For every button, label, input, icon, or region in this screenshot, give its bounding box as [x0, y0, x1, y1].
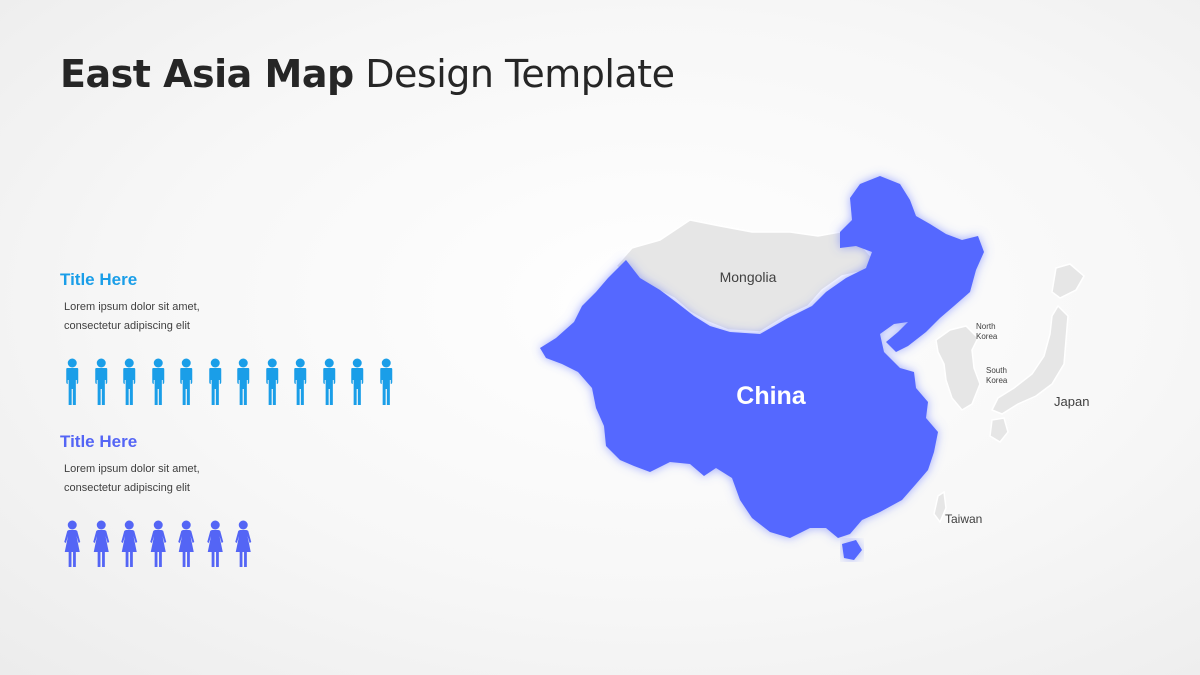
male-person-icon — [294, 358, 307, 405]
male-person-icon — [322, 358, 335, 405]
taiwan-label: Taiwan — [945, 512, 982, 526]
female-person-icon — [92, 520, 109, 567]
hainan-region[interactable] — [842, 540, 862, 560]
mongolia-label: Mongolia — [720, 269, 777, 285]
female-person-icon — [121, 520, 138, 567]
south-korea-label-line1: South — [986, 366, 1007, 375]
section-title: Title Here — [60, 270, 138, 289]
female-person-icon — [235, 520, 252, 567]
east-asia-map: China Mongolia North Korea South Korea J… — [540, 176, 1089, 560]
section-description: Lorem ipsum dolor sit amet, consectetur … — [64, 463, 200, 494]
stat-section-male: Title Here Lorem ipsum dolor sit amet, c… — [60, 270, 440, 406]
japan-kyushu-region[interactable] — [989, 417, 1009, 443]
male-person-icon — [208, 358, 221, 405]
china-region[interactable] — [540, 176, 984, 538]
japan-label: Japan — [1054, 394, 1089, 409]
male-person-icon — [379, 358, 392, 405]
female-person-icon — [64, 520, 81, 567]
japan-honshu-region[interactable] — [990, 304, 1069, 415]
japan-region[interactable] — [1051, 263, 1085, 299]
female-person-icon — [149, 520, 166, 567]
taiwan-region[interactable] — [933, 490, 947, 524]
male-icon-row — [60, 358, 440, 406]
north-korea-label-line1: North — [976, 322, 996, 331]
north-korea-label-line2: Korea — [976, 332, 998, 341]
female-person-icon — [178, 520, 195, 567]
male-person-icon — [180, 358, 193, 405]
male-person-icon — [94, 358, 107, 405]
mongolia-region[interactable] — [614, 219, 878, 333]
male-person-icon — [351, 358, 364, 405]
female-person-icon — [206, 520, 223, 567]
male-person-icon — [237, 358, 250, 405]
male-person-icon — [123, 358, 136, 405]
south-korea-label-line2: Korea — [986, 376, 1008, 385]
china-label: China — [736, 382, 807, 410]
page-title-regular: Design Template — [353, 52, 675, 96]
stat-section-female: Title Here Lorem ipsum dolor sit amet, c… — [60, 432, 440, 568]
section-title: Title Here — [60, 432, 138, 451]
korea-region[interactable] — [935, 325, 981, 411]
male-person-icon — [265, 358, 278, 405]
page-title: East Asia Map Design Template — [60, 52, 675, 96]
female-icon-row — [60, 520, 440, 568]
male-person-icon — [66, 358, 79, 405]
male-person-icon — [151, 358, 164, 405]
page-title-bold: East Asia Map — [60, 52, 354, 96]
section-description: Lorem ipsum dolor sit amet, consectetur … — [64, 301, 200, 332]
